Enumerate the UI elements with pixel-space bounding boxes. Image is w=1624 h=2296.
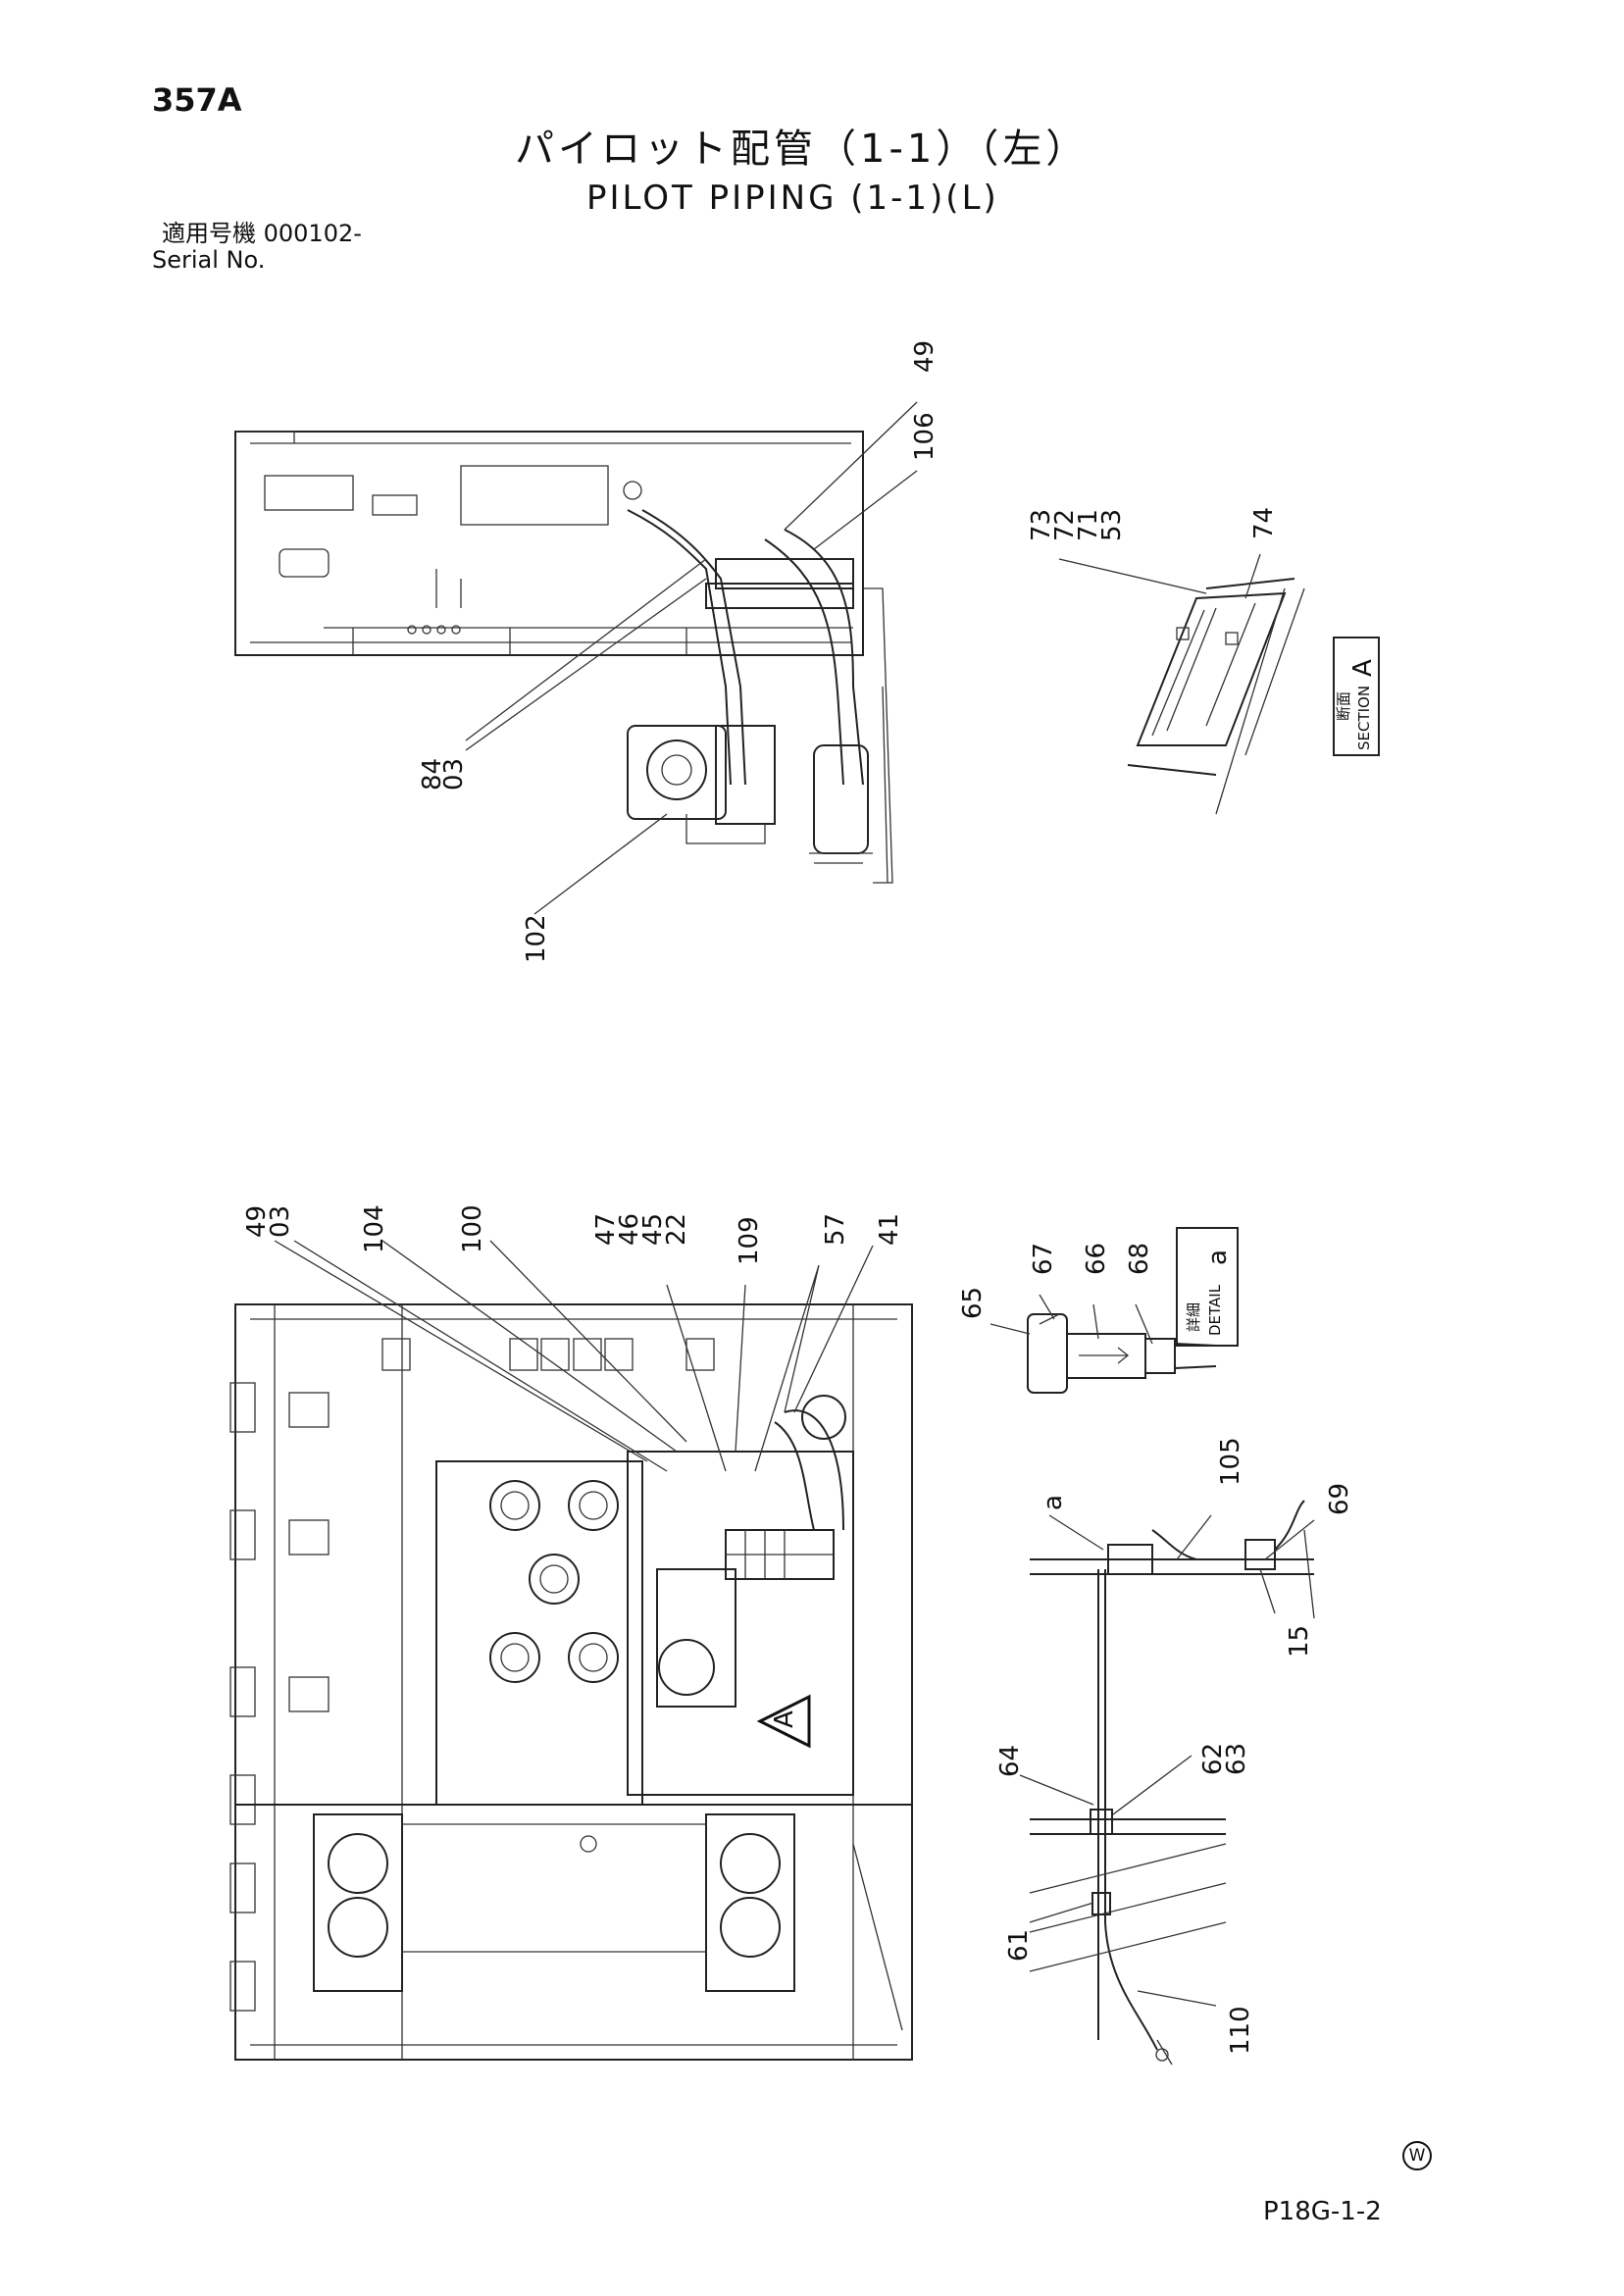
detail-leaders [990, 1294, 1153, 1345]
callout-106-top: 106 [910, 412, 939, 461]
detail-letter: a [1203, 1250, 1233, 1265]
callout-62: 62 [1198, 1743, 1228, 1775]
detail-label-box [1176, 1227, 1239, 1347]
callout-57: 57 [821, 1213, 850, 1246]
section-label-en: SECTION [1355, 686, 1373, 750]
section-letter: A [1348, 659, 1378, 677]
callout-74: 74 [1249, 507, 1279, 539]
callout-61: 61 [1004, 1929, 1034, 1962]
callout-41: 41 [875, 1213, 904, 1246]
callout-109: 109 [735, 1216, 764, 1265]
callout-63: 63 [1222, 1743, 1251, 1775]
callout-03-bottom: 03 [266, 1205, 295, 1238]
callout-71: 71 [1074, 509, 1103, 541]
serial-label-en: Serial No. [152, 246, 266, 274]
side-view-leaders [1019, 1514, 1315, 2007]
top-view-leaders [465, 401, 918, 915]
section-a-view [1127, 578, 1305, 815]
callout-73: 73 [1027, 509, 1056, 541]
callout-49-top: 49 [910, 340, 939, 373]
w-mark-icon: W [1402, 2141, 1432, 2170]
title-english: PILOT PIPING (1-1)(L) [586, 179, 999, 218]
callout-49-bottom: 49 [242, 1205, 272, 1238]
callout-47: 47 [591, 1213, 621, 1246]
callout-45: 45 [638, 1213, 668, 1246]
bottom-view: A [229, 1303, 913, 2061]
page-id: 357A [152, 81, 242, 119]
detail-label-jp: 詳細 [1185, 1302, 1202, 1332]
callout-69: 69 [1325, 1483, 1354, 1515]
section-leader [1058, 558, 1207, 594]
arrow-a-icon [756, 1694, 811, 1749]
callout-15: 15 [1285, 1625, 1314, 1658]
bottom-view-leaders [274, 1240, 874, 1472]
callout-a-side: a [1039, 1495, 1068, 1510]
section-label-box [1333, 637, 1380, 756]
callout-102-top: 102 [522, 914, 551, 963]
callout-03-top: 03 [439, 758, 469, 791]
side-view [1029, 1500, 1315, 2066]
callout-104: 104 [360, 1204, 389, 1253]
serial-label-jp: 適用号機 000102- [162, 220, 362, 247]
arrow-a-letter: A [770, 1710, 799, 1728]
callout-67: 67 [1029, 1243, 1058, 1275]
callout-64: 64 [995, 1745, 1025, 1777]
section-leader-74 [1244, 553, 1261, 599]
callout-68: 68 [1125, 1243, 1154, 1275]
callout-72: 72 [1050, 509, 1080, 541]
top-view [234, 431, 893, 884]
detail-label-en: DETAIL [1206, 1284, 1224, 1336]
callout-66: 66 [1082, 1243, 1111, 1275]
callout-65: 65 [958, 1287, 988, 1319]
callout-100: 100 [458, 1204, 487, 1253]
callout-105: 105 [1216, 1437, 1245, 1486]
callout-84-top: 84 [418, 758, 447, 791]
callout-53: 53 [1097, 509, 1127, 541]
callout-110: 110 [1226, 2006, 1255, 2055]
section-label-jp: 断面 [1335, 691, 1352, 721]
callout-46: 46 [615, 1213, 644, 1246]
page-code: P18G-1-2 [1263, 2197, 1382, 2226]
callout-22: 22 [662, 1213, 691, 1246]
title-japanese: パイロット配管（1-1）（左） [515, 127, 1090, 172]
